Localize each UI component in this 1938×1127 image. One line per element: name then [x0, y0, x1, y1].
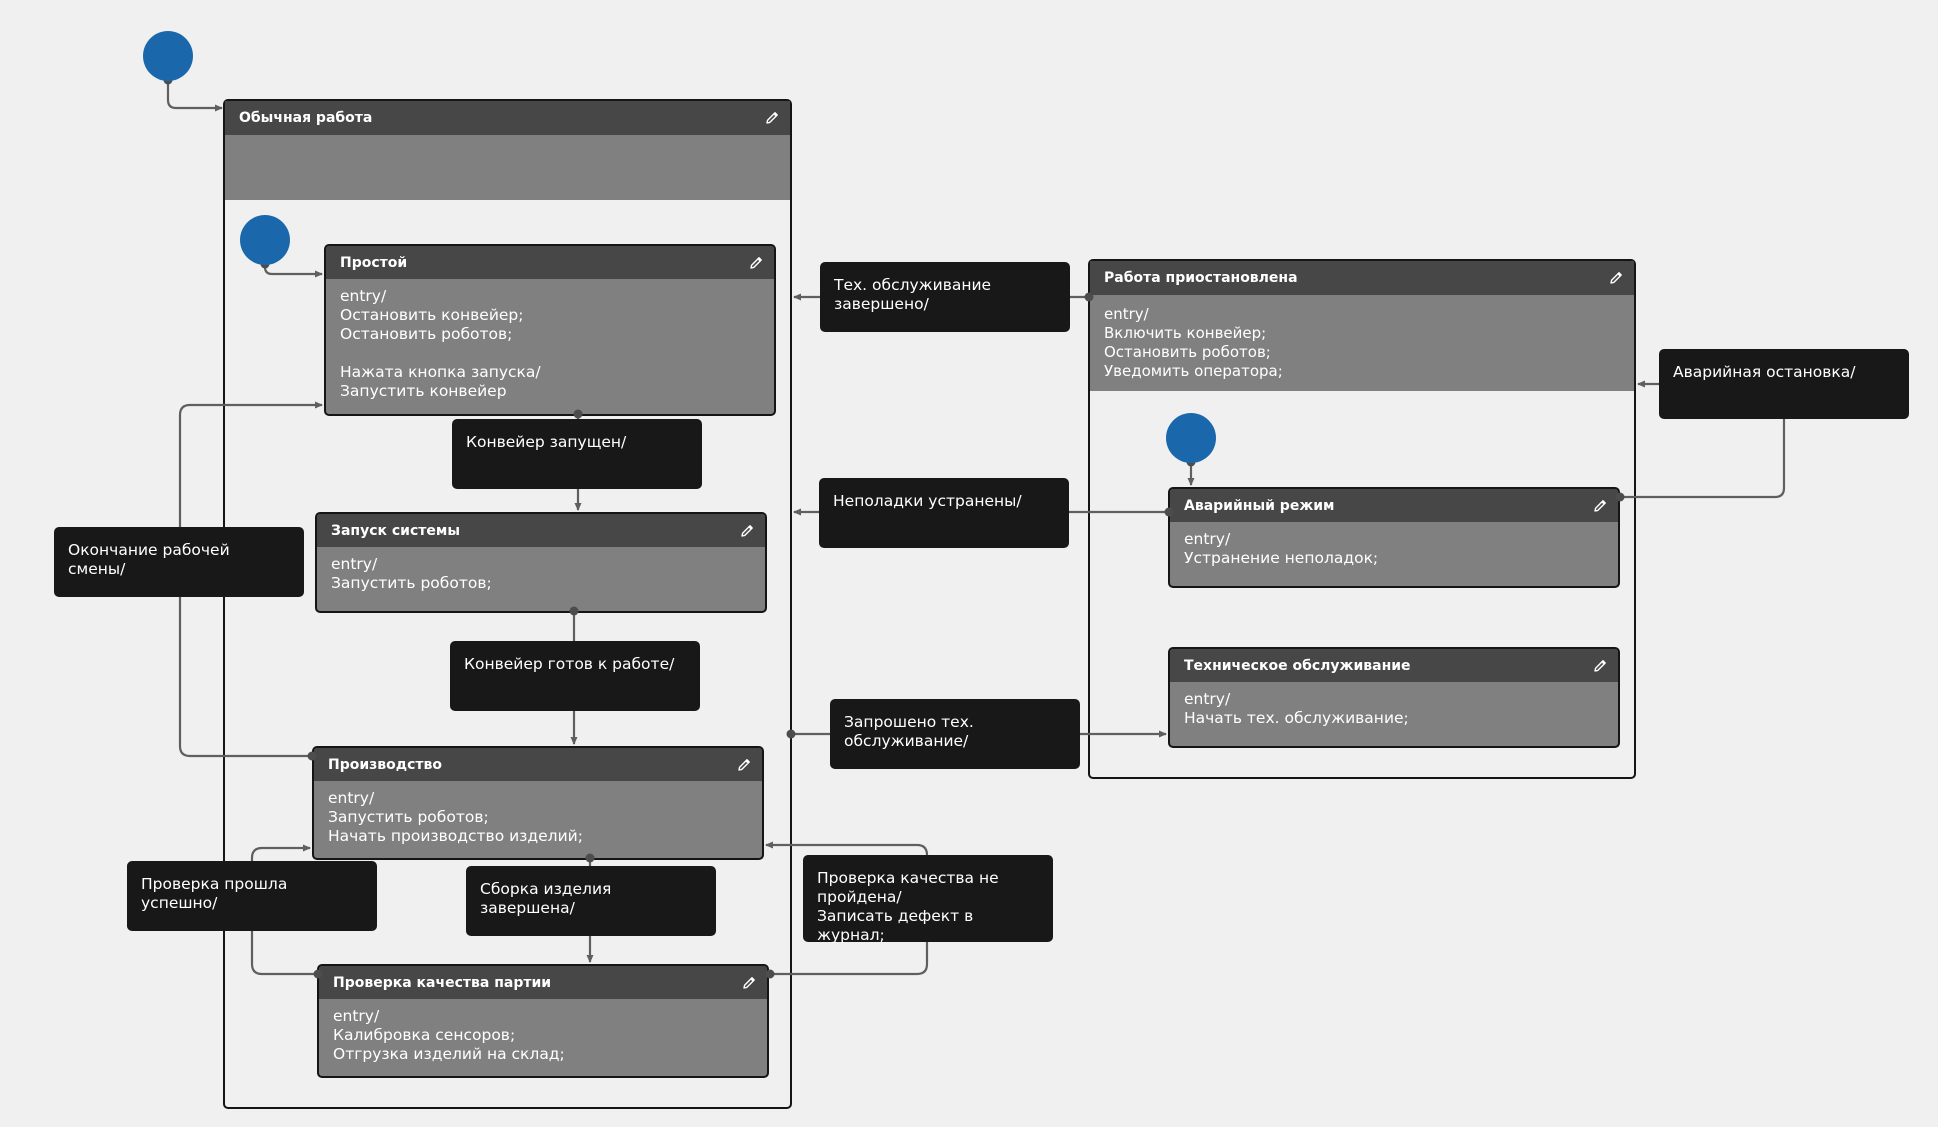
- state-title: Аварийный режим: [1184, 497, 1335, 514]
- state-title: Проверка качества партии: [333, 974, 552, 991]
- initial-node-paused[interactable]: [1166, 413, 1216, 463]
- composite-title: Работа приостановлена: [1104, 270, 1298, 286]
- state-body: entry/ Начать тех. обслуживание;: [1184, 690, 1409, 727]
- state-production[interactable]: Производство entry/ Запустить роботов; Н…: [312, 746, 764, 860]
- state-title: Техническое обслуживание: [1184, 657, 1411, 674]
- state-maintenance[interactable]: Техническое обслуживание entry/ Начать т…: [1168, 647, 1620, 748]
- composite-body: entry/ Включить конвейер; Остановить роб…: [1090, 295, 1634, 391]
- transition-label-faults-fixed[interactable]: Неполадки устранены/: [819, 478, 1069, 548]
- pencil-icon[interactable]: [736, 757, 752, 773]
- state-header: Техническое обслуживание: [1170, 649, 1618, 682]
- state-body: entry/ Запустить роботов; Начать произво…: [328, 789, 583, 845]
- state-system-startup[interactable]: Запуск системы entry/ Запустить роботов;: [315, 512, 767, 613]
- transition-label-check-passed[interactable]: Проверка прошла успешно/: [127, 861, 377, 931]
- state-emergency-mode[interactable]: Аварийный режим entry/ Устранение непола…: [1168, 487, 1620, 588]
- composite-title: Обычная работа: [239, 110, 373, 126]
- state-header: Аварийный режим: [1170, 489, 1618, 522]
- pencil-icon[interactable]: [764, 110, 780, 126]
- state-body: entry/ Устранение неполадок;: [1184, 530, 1379, 567]
- transition-label-conveyor-ready[interactable]: Конвейер готов к работе/: [450, 641, 700, 711]
- state-body: entry/ Запустить роботов;: [331, 555, 492, 592]
- transition-label-check-failed[interactable]: Проверка качества не пройдена/ Записать …: [803, 855, 1053, 944]
- state-idle[interactable]: Простой entry/ Остановить конвейер; Оста…: [324, 244, 776, 416]
- transition-label-assembly-done[interactable]: Сборка изделия завершена/: [466, 866, 716, 936]
- state-header: Запуск системы: [317, 514, 765, 547]
- state-quality-check[interactable]: Проверка качества партии entry/ Калибров…: [317, 964, 769, 1078]
- state-body: entry/ Остановить конвейер; Остановить р…: [340, 287, 541, 400]
- transition-label-emergency-stop[interactable]: Аварийная остановка/: [1659, 349, 1909, 419]
- pencil-icon[interactable]: [1592, 658, 1608, 674]
- composite-header: Обычная работа: [225, 101, 790, 135]
- wire-top-initial-to-normal: [166, 80, 223, 112]
- transition-label-maintenance-done[interactable]: Тех. обслуживание завершено/: [820, 262, 1070, 332]
- state-header: Проверка качества партии: [319, 966, 767, 999]
- composite-body: [225, 135, 790, 200]
- state-header: Производство: [314, 748, 762, 781]
- pencil-icon[interactable]: [741, 975, 757, 991]
- composite-header: Работа приостановлена: [1090, 261, 1634, 295]
- pencil-icon[interactable]: [739, 523, 755, 539]
- initial-node-normal[interactable]: [240, 215, 290, 265]
- pencil-icon[interactable]: [1608, 270, 1624, 286]
- state-body: entry/ Калибровка сенсоров; Отгрузка изд…: [333, 1007, 565, 1063]
- transition-label-maintenance-requested[interactable]: Запрошено тех. обслуживание/: [830, 699, 1080, 769]
- transition-label-conveyor-started[interactable]: Конвейер запущен/: [452, 419, 702, 489]
- composite-state-paused[interactable]: Работа приостановлена entry/ Включить ко…: [1088, 259, 1636, 779]
- state-title: Производство: [328, 756, 442, 773]
- pencil-icon[interactable]: [1592, 498, 1608, 514]
- transition-label-shift-end[interactable]: Окончание рабочей смены/: [54, 527, 304, 597]
- state-title: Простой: [340, 254, 408, 271]
- initial-node-top[interactable]: [143, 31, 193, 81]
- state-title: Запуск системы: [331, 522, 460, 539]
- pencil-icon[interactable]: [748, 255, 764, 271]
- state-header: Простой: [326, 246, 774, 279]
